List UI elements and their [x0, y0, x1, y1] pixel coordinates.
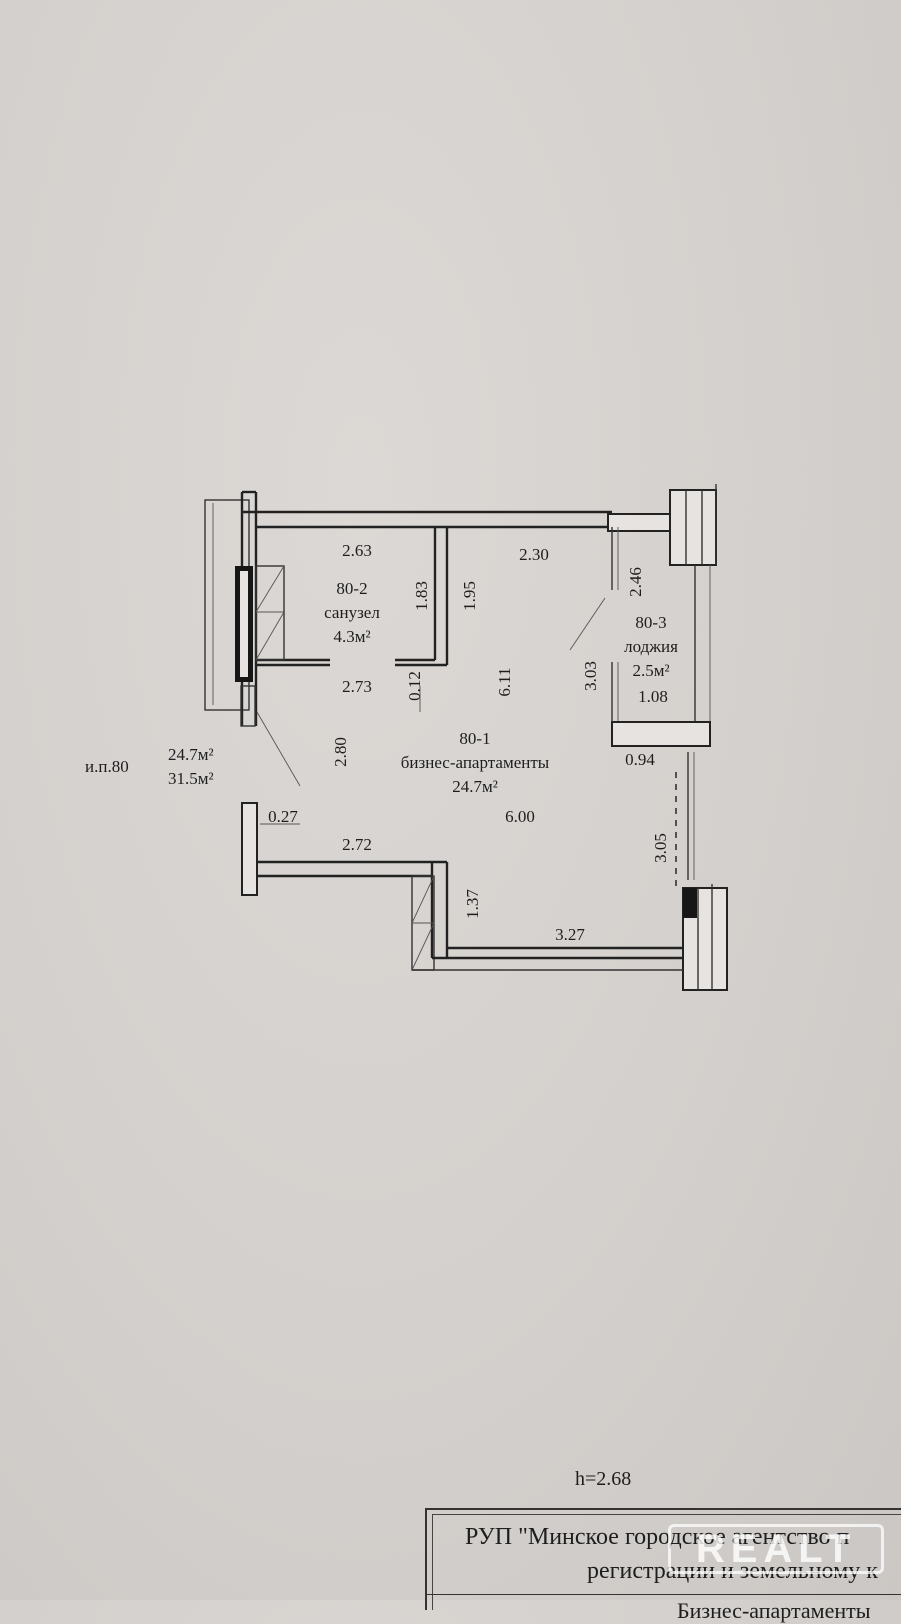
unit-area-living: 24.7м²: [168, 745, 214, 764]
dimension-label: 2.73: [342, 677, 372, 696]
title-block: РУП "Минское городское агентство п регис…: [425, 1508, 901, 1623]
agency-name-line1: РУП "Минское городское агентство п: [465, 1524, 850, 1550]
left-lower-wall: [241, 802, 449, 958]
dimension-label: 2.46: [626, 567, 645, 597]
document-title: Бизнес-апартаменты: [677, 1598, 871, 1623]
dimension-label: 3.27: [555, 925, 585, 944]
dimension-label: 2.30: [519, 545, 549, 564]
bottom-shaft: [411, 875, 435, 971]
loggia-name: лоджия: [624, 637, 678, 656]
loggia-leader-line: [569, 597, 606, 651]
agency-name-line2: регистрации и земельному к: [587, 1558, 878, 1584]
loggia-partition: [611, 721, 711, 747]
main-room-name: бизнес-апартаменты: [401, 753, 550, 772]
dimension-label: 0.94: [625, 750, 655, 769]
unit-label: и.п.80: [85, 757, 129, 776]
loggia-code: 80-3: [635, 613, 666, 632]
dimension-label: 1.08: [638, 687, 668, 706]
dimension-label: 2.72: [342, 835, 372, 854]
dimension-label: 1.37: [463, 889, 482, 919]
entry-leader-line: [256, 711, 301, 787]
top-wall: [242, 490, 679, 532]
bottom-wall: [412, 946, 683, 971]
loggia-area: 2.5м²: [632, 661, 669, 680]
bathroom-code: 80-2: [336, 579, 367, 598]
main-room-code: 80-1: [459, 729, 490, 748]
main-room-area: 24.7м²: [452, 777, 498, 796]
bathroom-area: 4.3м²: [333, 627, 370, 646]
title-block-divider: [427, 1594, 901, 1595]
dimension-label: 0.12: [405, 671, 424, 701]
bathroom-name: санузел: [324, 603, 380, 622]
dimension-label: 1.83: [412, 581, 431, 611]
dimension-label: 2.80: [331, 737, 350, 767]
dimension-label: 3.05: [651, 833, 670, 863]
dimension-label: 6.00: [505, 807, 535, 826]
bathroom-walls: [255, 527, 449, 667]
dimension-label: 2.63: [342, 541, 372, 560]
dimension-label: 0.27: [268, 807, 298, 826]
unit-area-total: 31.5м²: [168, 769, 214, 788]
right-window-wall: [675, 752, 695, 888]
title-block-inner-frame: [432, 1514, 901, 1610]
ceiling-height: h=2.68: [575, 1468, 632, 1490]
top-right-column: [669, 484, 717, 566]
dimension-label: 6.11: [495, 667, 514, 696]
bottom-right-column: [682, 884, 728, 991]
dimension-label: 3.03: [581, 661, 600, 691]
dimension-label: 1.95: [460, 581, 479, 611]
loggia-edge: [611, 527, 711, 740]
left-exterior-wall: [204, 492, 258, 727]
